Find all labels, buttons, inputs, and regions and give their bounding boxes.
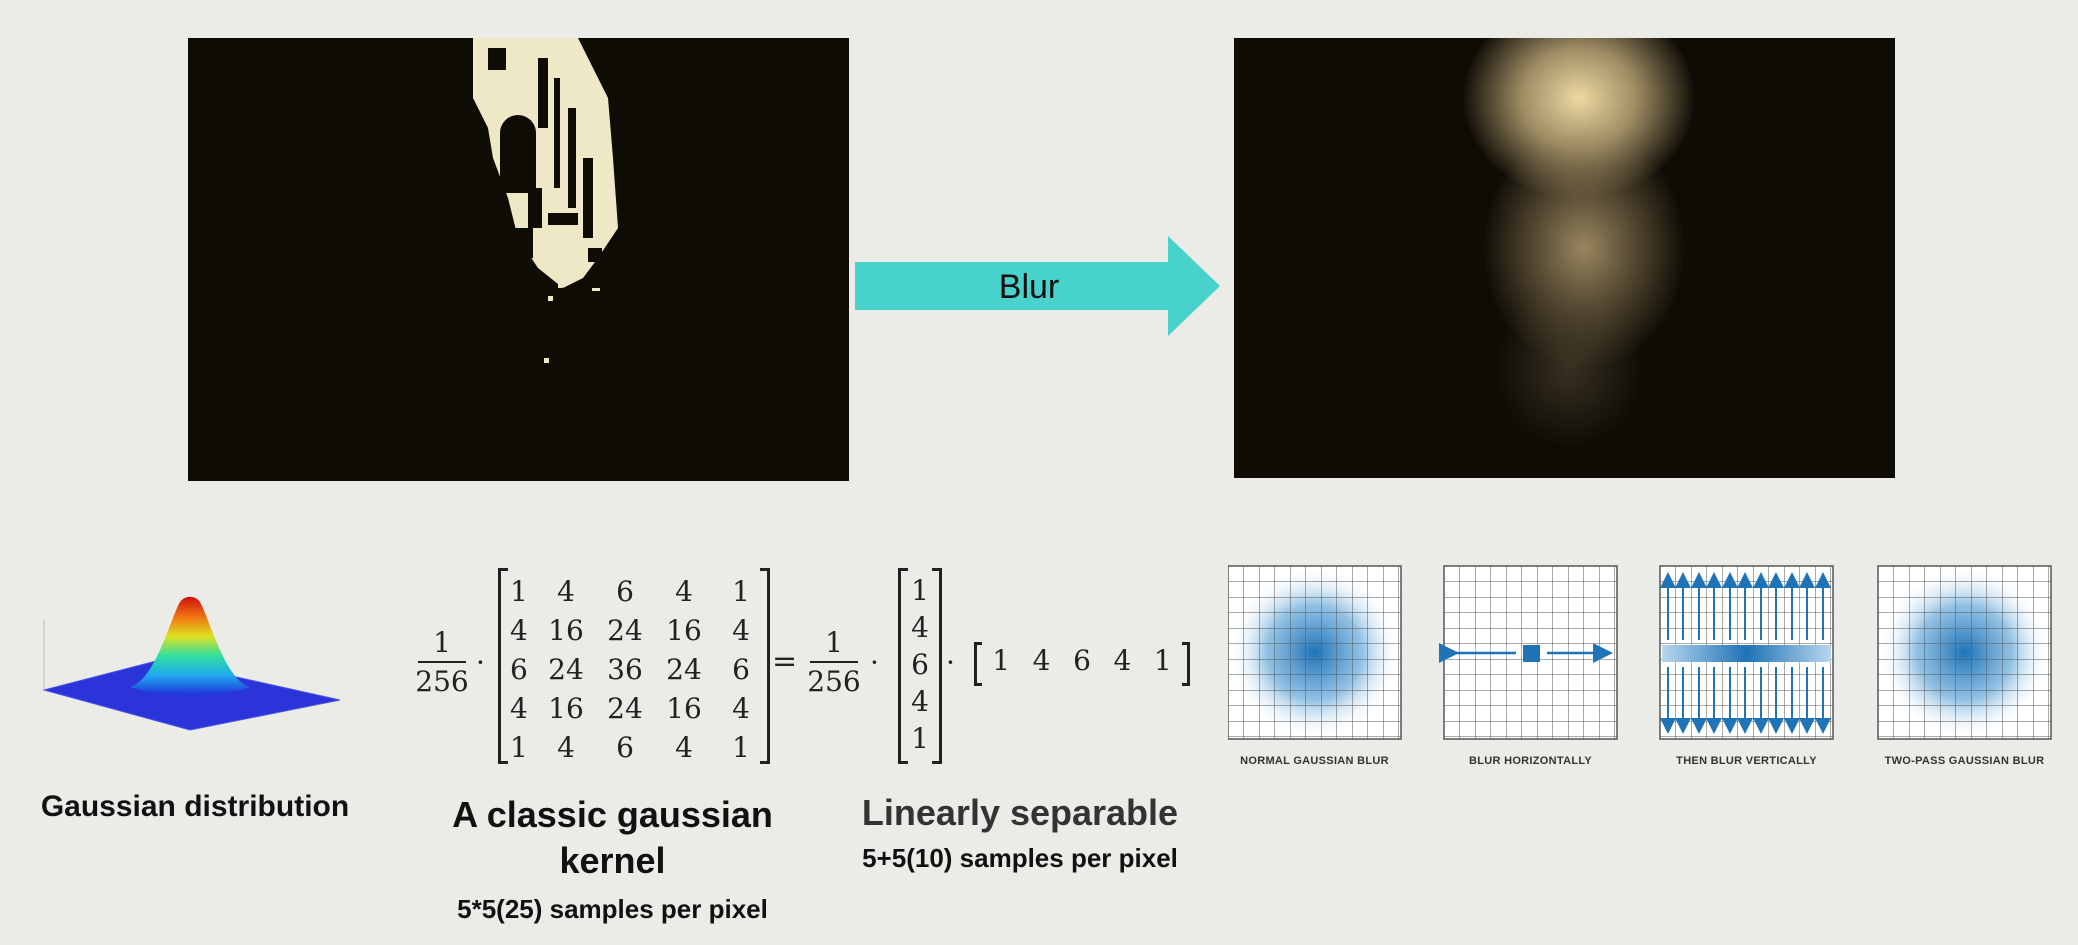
bracket-left-top bbox=[898, 568, 908, 571]
matrix-cell: 6 bbox=[510, 653, 528, 686]
row-vector: 1 4 6 4 1 bbox=[974, 642, 1190, 686]
bracket-left-bottom bbox=[498, 761, 508, 764]
caption-blur-horizontally: BLUR HORIZONTALLY bbox=[1468, 755, 1593, 767]
arrow-shape bbox=[855, 236, 1220, 336]
bright-pass-image bbox=[473, 38, 618, 363]
equals-sign: = bbox=[772, 644, 798, 679]
matrix-row: 1 4 6 4 1 bbox=[509, 572, 751, 611]
matrix-row: 4 16 24 16 4 bbox=[509, 689, 751, 728]
matrix-cell: 6 bbox=[616, 731, 634, 764]
kernel-title-line2: kernel bbox=[559, 840, 666, 881]
grid-normal-gaussian bbox=[1227, 565, 1402, 740]
grid-blur-horizontal bbox=[1439, 565, 1618, 740]
blurred-image-panel bbox=[1234, 38, 1895, 478]
caption-then-blur-vertically: THEN BLUR VERTICALLY bbox=[1676, 755, 1817, 767]
matrix-cell: 6 bbox=[616, 575, 634, 608]
bracket-right-bottom bbox=[760, 761, 770, 764]
blur-glow-bottom bbox=[1494, 288, 1644, 448]
bracket-left-bottom bbox=[974, 683, 982, 686]
matrix-cell: 4 bbox=[732, 614, 750, 647]
matrix-cell: 1 bbox=[510, 575, 528, 608]
bracket-right-bottom bbox=[932, 761, 942, 764]
bracket-right-top bbox=[932, 568, 942, 571]
matrix-row: 1 4 6 4 1 bbox=[509, 728, 751, 767]
separable-samples: 5+5(10) samples per pixel bbox=[862, 843, 1178, 873]
matrix-cell: 6 bbox=[732, 653, 750, 686]
gaussian-distribution-label: Gaussian distribution bbox=[40, 790, 350, 823]
multiply-dot: · bbox=[476, 646, 485, 679]
matrix-cell: 4 bbox=[732, 692, 750, 725]
kernel-matrix: 1 4 6 4 1 4 16 24 16 4 6 24 36 24 6 4 bbox=[498, 568, 770, 764]
bracket-right-top bbox=[1182, 642, 1190, 645]
blur-step-grids-svg bbox=[1227, 565, 2052, 740]
vector-cell: 4 bbox=[911, 685, 929, 718]
matrix-cell: 16 bbox=[548, 692, 584, 725]
matrix-cell: 4 bbox=[675, 575, 693, 608]
gaussian-surface-plot bbox=[30, 560, 350, 740]
matrix-row: 4 16 24 16 4 bbox=[509, 611, 751, 650]
separable-fraction-denominator: 256 bbox=[807, 665, 861, 698]
matrix-cell: 24 bbox=[548, 653, 584, 686]
matrix-cell: 16 bbox=[666, 692, 702, 725]
matrix-cell: 4 bbox=[557, 575, 575, 608]
separable-fraction: 1 256 bbox=[804, 626, 864, 698]
kernel-title-line1: A classic gaussian bbox=[452, 794, 773, 835]
separable-formula: = 1 256 · 1 4 6 4 1 · 1 4 6 4 1 bbox=[770, 562, 1190, 767]
grid-blur-vertical bbox=[1659, 565, 1834, 740]
grid-two-pass-gaussian bbox=[1877, 565, 2052, 740]
matrix-cell: 1 bbox=[510, 731, 528, 764]
matrix-cell: 1 bbox=[732, 575, 750, 608]
vector-cell: 4 bbox=[911, 611, 929, 644]
bracket-right-bottom bbox=[1182, 683, 1190, 686]
fraction-bar bbox=[418, 661, 466, 663]
bracket-left-top bbox=[974, 642, 982, 645]
vector-cell: 1 bbox=[911, 722, 929, 755]
multiply-dot: · bbox=[946, 646, 955, 679]
separable-fraction-numerator: 1 bbox=[825, 626, 843, 659]
kernel-samples: 5*5(25) samples per pixel bbox=[457, 894, 768, 924]
matrix-cell: 36 bbox=[607, 653, 643, 686]
matrix-cell: 16 bbox=[666, 614, 702, 647]
matrix-cell: 16 bbox=[548, 614, 584, 647]
row-entries: 1 4 6 4 1 bbox=[977, 642, 1187, 679]
matrix-cell: 24 bbox=[607, 614, 643, 647]
caption-normal-gaussian-blur: NORMAL GAUSSIAN BLUR bbox=[1240, 755, 1389, 767]
separable-title: Linearly separable bbox=[861, 792, 1179, 833]
matrix-cell: 1 bbox=[732, 731, 750, 764]
vector-cell: 1 bbox=[992, 644, 1011, 677]
blur-arrow: Blur bbox=[855, 236, 1220, 336]
vector-cell: 4 bbox=[1032, 644, 1051, 677]
column-vector: 1 4 6 4 1 bbox=[898, 568, 942, 764]
vector-cell: 6 bbox=[1073, 644, 1091, 677]
bracket-right-top bbox=[760, 568, 770, 571]
bracket-left-bottom bbox=[898, 761, 908, 764]
kernel-matrix-table: 1 4 6 4 1 4 16 24 16 4 6 24 36 24 6 4 bbox=[509, 572, 751, 767]
fraction-bar bbox=[810, 661, 858, 663]
matrix-cell: 4 bbox=[510, 614, 528, 647]
matrix-cell: 4 bbox=[557, 731, 575, 764]
source-image-panel bbox=[188, 38, 849, 481]
caption-two-pass-gaussian-blur: TWO-PASS GAUSSIAN BLUR bbox=[1884, 755, 2045, 767]
kernel-fraction-numerator: 1 bbox=[433, 626, 451, 659]
matrix-cell: 4 bbox=[675, 731, 693, 764]
blur-step-grids bbox=[1227, 564, 2054, 784]
kernel-title: A classic gaussian kernel bbox=[400, 792, 825, 884]
bracket-left-top bbox=[498, 568, 508, 571]
vector-cell: 1 bbox=[1153, 644, 1172, 677]
vector-cell: 6 bbox=[911, 648, 929, 681]
multiply-dot: · bbox=[870, 646, 879, 679]
vector-entries: 1 4 6 4 1 bbox=[901, 572, 939, 757]
matrix-row: 6 24 36 24 6 bbox=[509, 650, 751, 689]
kernel-formula: 1 256 · 1 4 6 4 1 4 16 24 16 4 6 bbox=[408, 562, 770, 767]
kernel-fraction-denominator: 256 bbox=[415, 665, 469, 698]
vector-cell: 4 bbox=[1113, 644, 1132, 677]
matrix-cell: 24 bbox=[607, 692, 643, 725]
vector-cell: 1 bbox=[911, 574, 929, 607]
kernel-fraction: 1 256 bbox=[412, 626, 472, 698]
matrix-cell: 24 bbox=[666, 653, 702, 686]
blur-arrow-label: Blur bbox=[998, 268, 1060, 306]
matrix-cell: 4 bbox=[510, 692, 528, 725]
